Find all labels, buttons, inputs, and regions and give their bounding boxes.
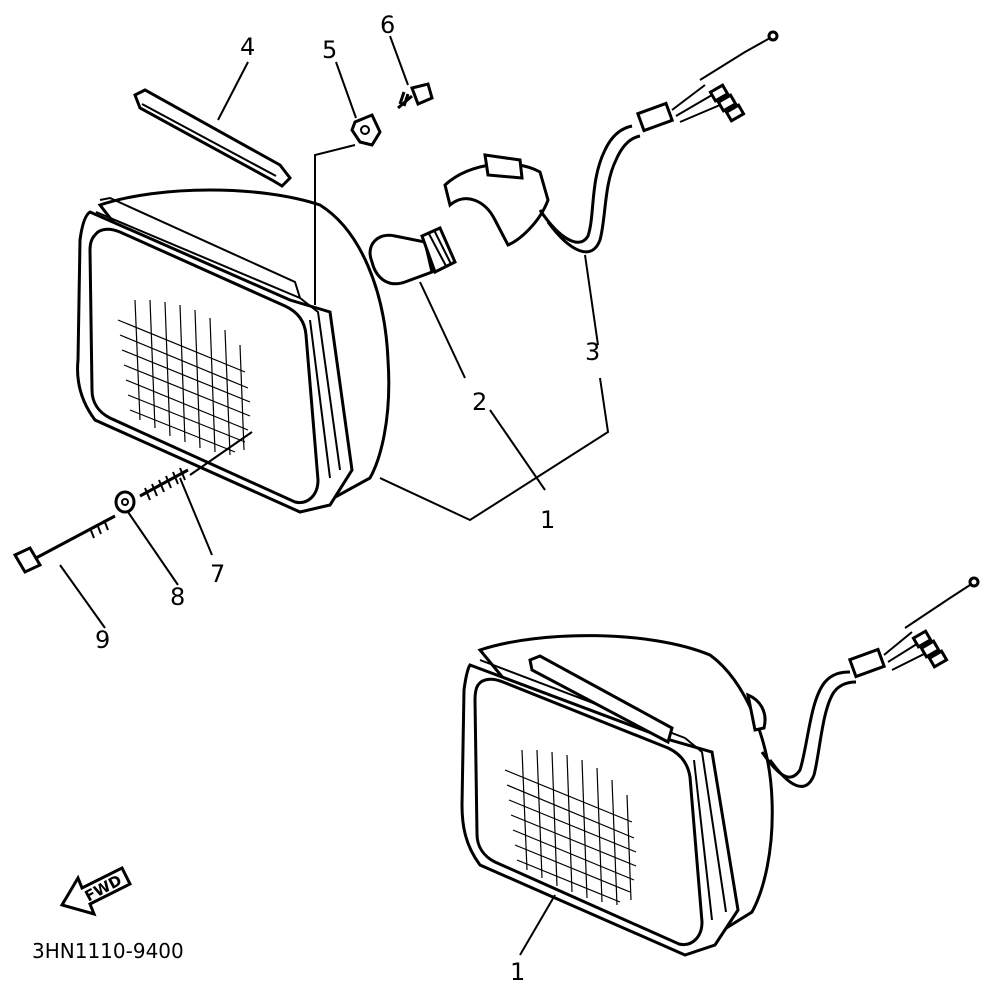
screw-part [397, 82, 434, 110]
trim-strip-part [133, 88, 292, 188]
washer-part [114, 490, 136, 514]
upper-headlight-unit [76, 188, 391, 514]
fwd-arrow-icon [59, 865, 133, 917]
nut-part [350, 113, 382, 147]
callout-4: 4 [240, 33, 255, 61]
lower-lens-grid [504, 749, 637, 906]
callout-2: 2 [472, 388, 487, 416]
upper-lens-grid [117, 299, 251, 456]
bolt-part [12, 514, 116, 574]
upper-leader-lines [59, 35, 610, 629]
callout-1-upper: 1 [540, 506, 555, 534]
lower-leader-line [519, 894, 556, 956]
callout-1-lower: 1 [510, 958, 525, 986]
socket-cover-part [443, 153, 550, 247]
callout-6: 6 [380, 11, 395, 39]
callout-9: 9 [95, 626, 110, 654]
callout-8: 8 [170, 583, 185, 611]
lower-headlight-unit [460, 576, 980, 957]
callout-5: 5 [322, 36, 337, 64]
long-screw-part [139, 467, 189, 501]
wire-harness-part [538, 30, 779, 254]
diagram-code: 3HN1110-9400 [32, 939, 184, 963]
bulb-part [368, 226, 457, 286]
callout-3: 3 [585, 338, 600, 366]
callout-7: 7 [210, 560, 225, 588]
